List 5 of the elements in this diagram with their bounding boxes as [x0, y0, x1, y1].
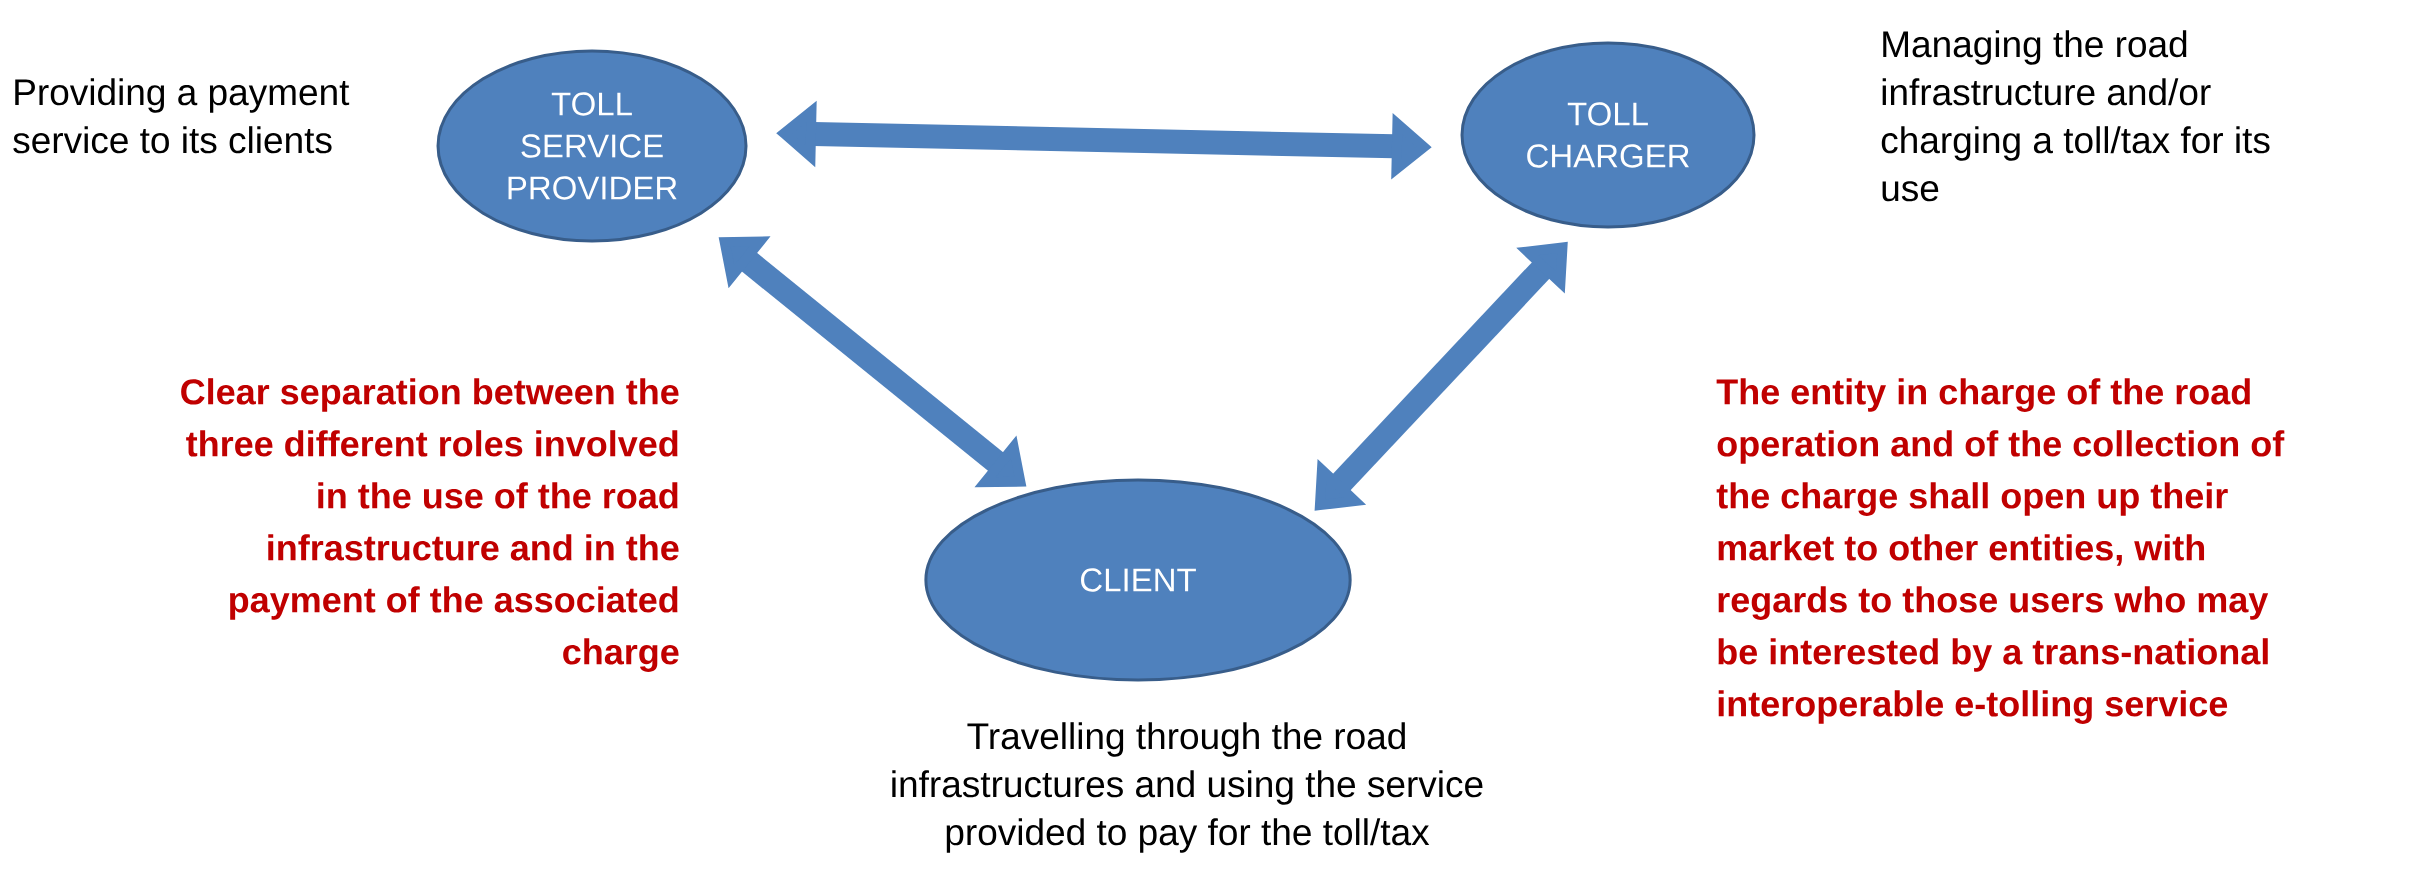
description-text: Travelling through the road infrastructures and using the service provided to pay for the toll/tax	[892, 722, 1483, 853]
note-text: Clear separation between the three different roles involved in the use of the road infrastructure and in the payment of the associated charge	[181, 378, 679, 672]
description-text: Managing the road infrastructure and/or charging a toll/tax for its use	[1881, 30, 2270, 202]
description-text: Providing a payment service to its clients	[13, 78, 350, 154]
note-text: The entity in charge of the road operation and of the collection of the charge shall open up their market to other entities, with regards to those users who may be interested by a trans-national interoperable e-tolling service	[1716, 378, 2285, 724]
